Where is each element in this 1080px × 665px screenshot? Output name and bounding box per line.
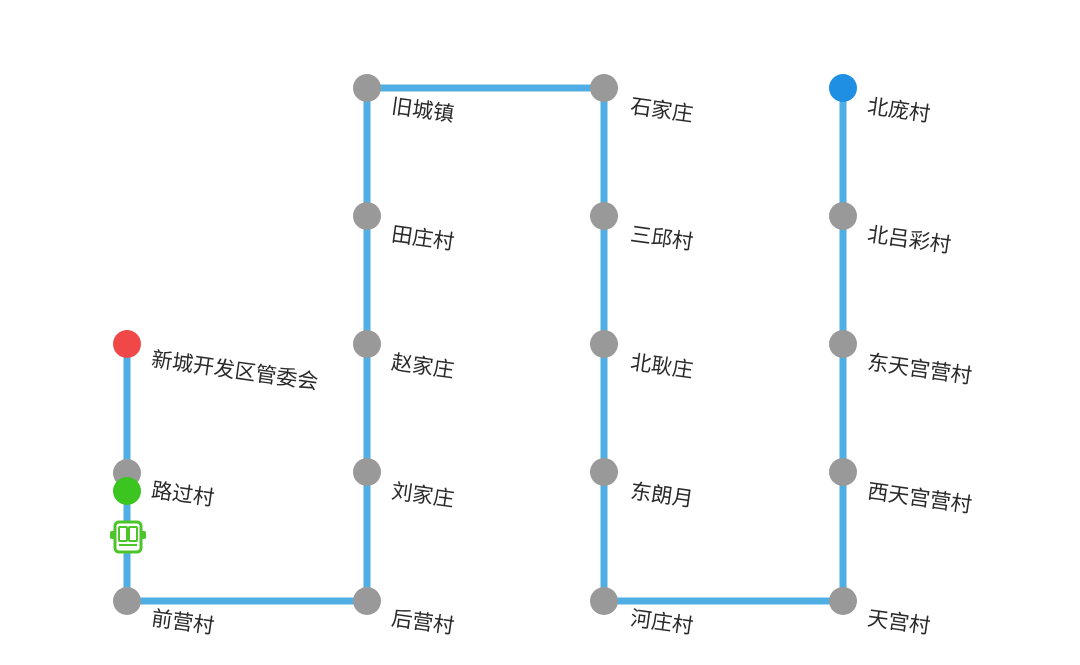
stop-marker[interactable] <box>590 202 618 230</box>
stop-marker[interactable] <box>590 587 618 615</box>
stop-marker[interactable] <box>353 458 381 486</box>
stop-marker[interactable] <box>353 587 381 615</box>
stop-marker[interactable] <box>590 458 618 486</box>
stop-marker[interactable] <box>829 587 857 615</box>
stop-marker[interactable] <box>829 202 857 230</box>
stop-marker[interactable] <box>590 74 618 102</box>
route-lines <box>123 84 847 605</box>
route-stops <box>113 74 857 615</box>
stop-marker[interactable] <box>353 202 381 230</box>
stop-marker[interactable] <box>353 74 381 102</box>
stop-marker-start[interactable] <box>113 330 141 358</box>
stop-marker-end[interactable] <box>829 74 857 102</box>
stop-marker[interactable] <box>829 458 857 486</box>
stop-marker[interactable] <box>590 330 618 358</box>
stop-marker[interactable] <box>353 330 381 358</box>
bus-icon <box>108 520 148 554</box>
stop-marker-current[interactable] <box>113 477 141 505</box>
stop-marker[interactable] <box>829 330 857 358</box>
stop-marker[interactable] <box>113 587 141 615</box>
